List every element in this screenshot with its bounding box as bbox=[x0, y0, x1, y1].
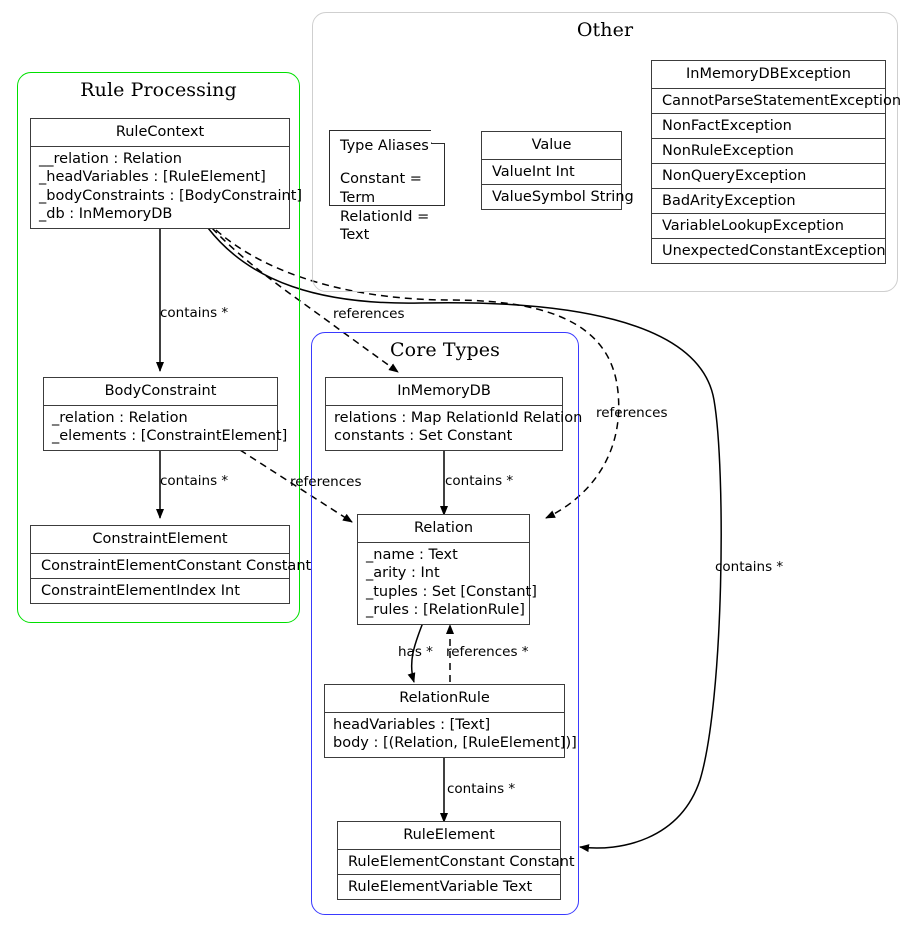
exception-row-5: VariableLookupException bbox=[662, 217, 844, 234]
class-value: Value ValueInt Int ValueSymbol String bbox=[481, 131, 634, 210]
edge-label-references-relation-up: references * bbox=[446, 644, 529, 660]
divider bbox=[31, 552, 289, 554]
class-rulecontext: RuleContext __relation : Relation _headV… bbox=[30, 118, 303, 229]
exception-row-0: CannotParseStatementException bbox=[662, 92, 902, 109]
class-inmemorydbexception: InMemoryDBException CannotParseStatement… bbox=[651, 60, 902, 264]
note-title: Type Aliases bbox=[340, 138, 429, 154]
divider bbox=[652, 87, 885, 89]
class-rulecontext-attrs: __relation : Relation _headVariables : [… bbox=[31, 147, 303, 228]
ruleelement-row-0: RuleElementConstant Constant bbox=[348, 853, 575, 870]
edge-label-references-inmemorydb: references bbox=[333, 306, 405, 322]
attr-line: _name : Text bbox=[366, 546, 458, 563]
divider bbox=[358, 541, 529, 543]
exception-row-4: BadArityException bbox=[662, 192, 796, 209]
class-inmemorydbexception-name: InMemoryDBException bbox=[686, 66, 851, 82]
attr-line: _arity : Int bbox=[366, 565, 440, 582]
attr-line: _db : InMemoryDB bbox=[39, 206, 173, 223]
class-relationrule: RelationRule headVariables : [Text] body… bbox=[324, 684, 577, 758]
attr-line: _headVariables : [RuleElement] bbox=[39, 169, 266, 186]
note-line-1: RelationId = Text bbox=[340, 208, 430, 244]
divider bbox=[31, 145, 289, 147]
ruleelement-row-1: RuleElementVariable Text bbox=[348, 878, 533, 895]
exception-row-2: NonRuleException bbox=[662, 142, 794, 159]
attr-line: _relation : Relation bbox=[52, 409, 188, 426]
divider bbox=[652, 112, 885, 114]
class-value-name: Value bbox=[531, 137, 572, 153]
divider bbox=[31, 577, 289, 579]
package-rule-processing: Rule Processing bbox=[17, 72, 300, 623]
edge-label-contains-constraintelement: contains * bbox=[160, 473, 229, 489]
class-relationrule-name: RelationRule bbox=[399, 690, 490, 706]
note-line-0: Constant = Term bbox=[340, 170, 422, 206]
class-constraintelement: ConstraintElement ConstraintElementConst… bbox=[30, 525, 312, 604]
constraintelement-row-1: ConstraintElementIndex Int bbox=[41, 582, 240, 599]
edge-label-has-relationrule: has * bbox=[398, 644, 433, 660]
divider bbox=[482, 183, 621, 185]
edge-label-references-relation-right: references bbox=[596, 405, 668, 421]
class-relation-attrs: _name : Text _arity : Int _tuples : Set … bbox=[358, 543, 537, 624]
note-dogear-icon bbox=[431, 129, 445, 144]
class-relation: Relation _name : Text _arity : Int _tupl… bbox=[357, 514, 537, 625]
edge-label-contains-relation: contains * bbox=[445, 473, 514, 489]
class-bodyconstraint-name: BodyConstraint bbox=[104, 383, 217, 399]
divider bbox=[338, 848, 560, 850]
edge-label-references-relation-left: references bbox=[290, 474, 362, 490]
class-bodyconstraint-attrs: _relation : Relation _elements : [Constr… bbox=[44, 406, 288, 450]
divider bbox=[325, 711, 564, 713]
class-constraintelement-name: ConstraintElement bbox=[92, 531, 228, 547]
divider bbox=[652, 212, 885, 214]
note-type-aliases: Type Aliases Constant = Term RelationId … bbox=[329, 129, 445, 243]
divider bbox=[652, 162, 885, 164]
exception-row-1: NonFactException bbox=[662, 117, 792, 134]
class-value-row-1: ValueSymbol String bbox=[492, 188, 634, 205]
divider bbox=[326, 404, 562, 406]
divider bbox=[652, 237, 885, 239]
class-ruleelement-name: RuleElement bbox=[403, 827, 495, 843]
attr-line: _tuples : Set [Constant] bbox=[366, 583, 537, 600]
attr-line: relations : Map RelationId Relation bbox=[334, 409, 583, 426]
attr-line: __relation : Relation bbox=[39, 150, 182, 167]
constraintelement-row-0: ConstraintElementConstant Constant bbox=[41, 557, 312, 574]
attr-line: _elements : [ConstraintElement] bbox=[52, 428, 288, 445]
class-relation-name: Relation bbox=[413, 520, 474, 536]
divider bbox=[652, 187, 885, 189]
exception-row-6: UnexpectedConstantException bbox=[662, 242, 886, 259]
attr-line: _rules : [RelationRule] bbox=[366, 602, 525, 619]
class-inmemorydb: InMemoryDB relations : Map RelationId Re… bbox=[325, 377, 583, 451]
divider bbox=[652, 137, 885, 139]
exception-row-3: NonQueryException bbox=[662, 167, 807, 184]
attr-line: headVariables : [Text] bbox=[333, 716, 491, 733]
divider bbox=[338, 873, 560, 875]
class-rulecontext-name: RuleContext bbox=[115, 124, 205, 140]
divider bbox=[44, 404, 277, 406]
package-rule-processing-title: Rule Processing bbox=[80, 79, 237, 101]
package-other-title: Other bbox=[576, 19, 634, 41]
attr-line: constants : Set Constant bbox=[334, 428, 513, 445]
edge-label-contains-ruleelement-far: contains * bbox=[715, 559, 784, 575]
package-core-types: Core Types bbox=[311, 332, 579, 915]
class-inmemorydb-attrs: relations : Map RelationId Relation cons… bbox=[326, 406, 583, 450]
class-inmemorydb-name: InMemoryDB bbox=[397, 383, 491, 399]
package-other: Other bbox=[312, 12, 898, 292]
package-core-types-title: Core Types bbox=[390, 339, 500, 361]
divider bbox=[482, 158, 621, 160]
class-bodyconstraint: BodyConstraint _relation : Relation _ele… bbox=[43, 377, 288, 451]
attr-line: body : [(Relation, [RuleElement])] bbox=[333, 735, 577, 752]
class-ruleelement: RuleElement RuleElementConstant Constant… bbox=[337, 821, 575, 900]
attr-line: _bodyConstraints : [BodyConstraint] bbox=[39, 187, 303, 204]
edge-label-contains-bodyconstraint: contains * bbox=[160, 305, 229, 321]
class-relationrule-attrs: headVariables : [Text] body : [(Relation… bbox=[325, 713, 577, 757]
class-value-row-0: ValueInt Int bbox=[492, 163, 575, 180]
edge-label-contains-ruleelement: contains * bbox=[447, 781, 516, 797]
